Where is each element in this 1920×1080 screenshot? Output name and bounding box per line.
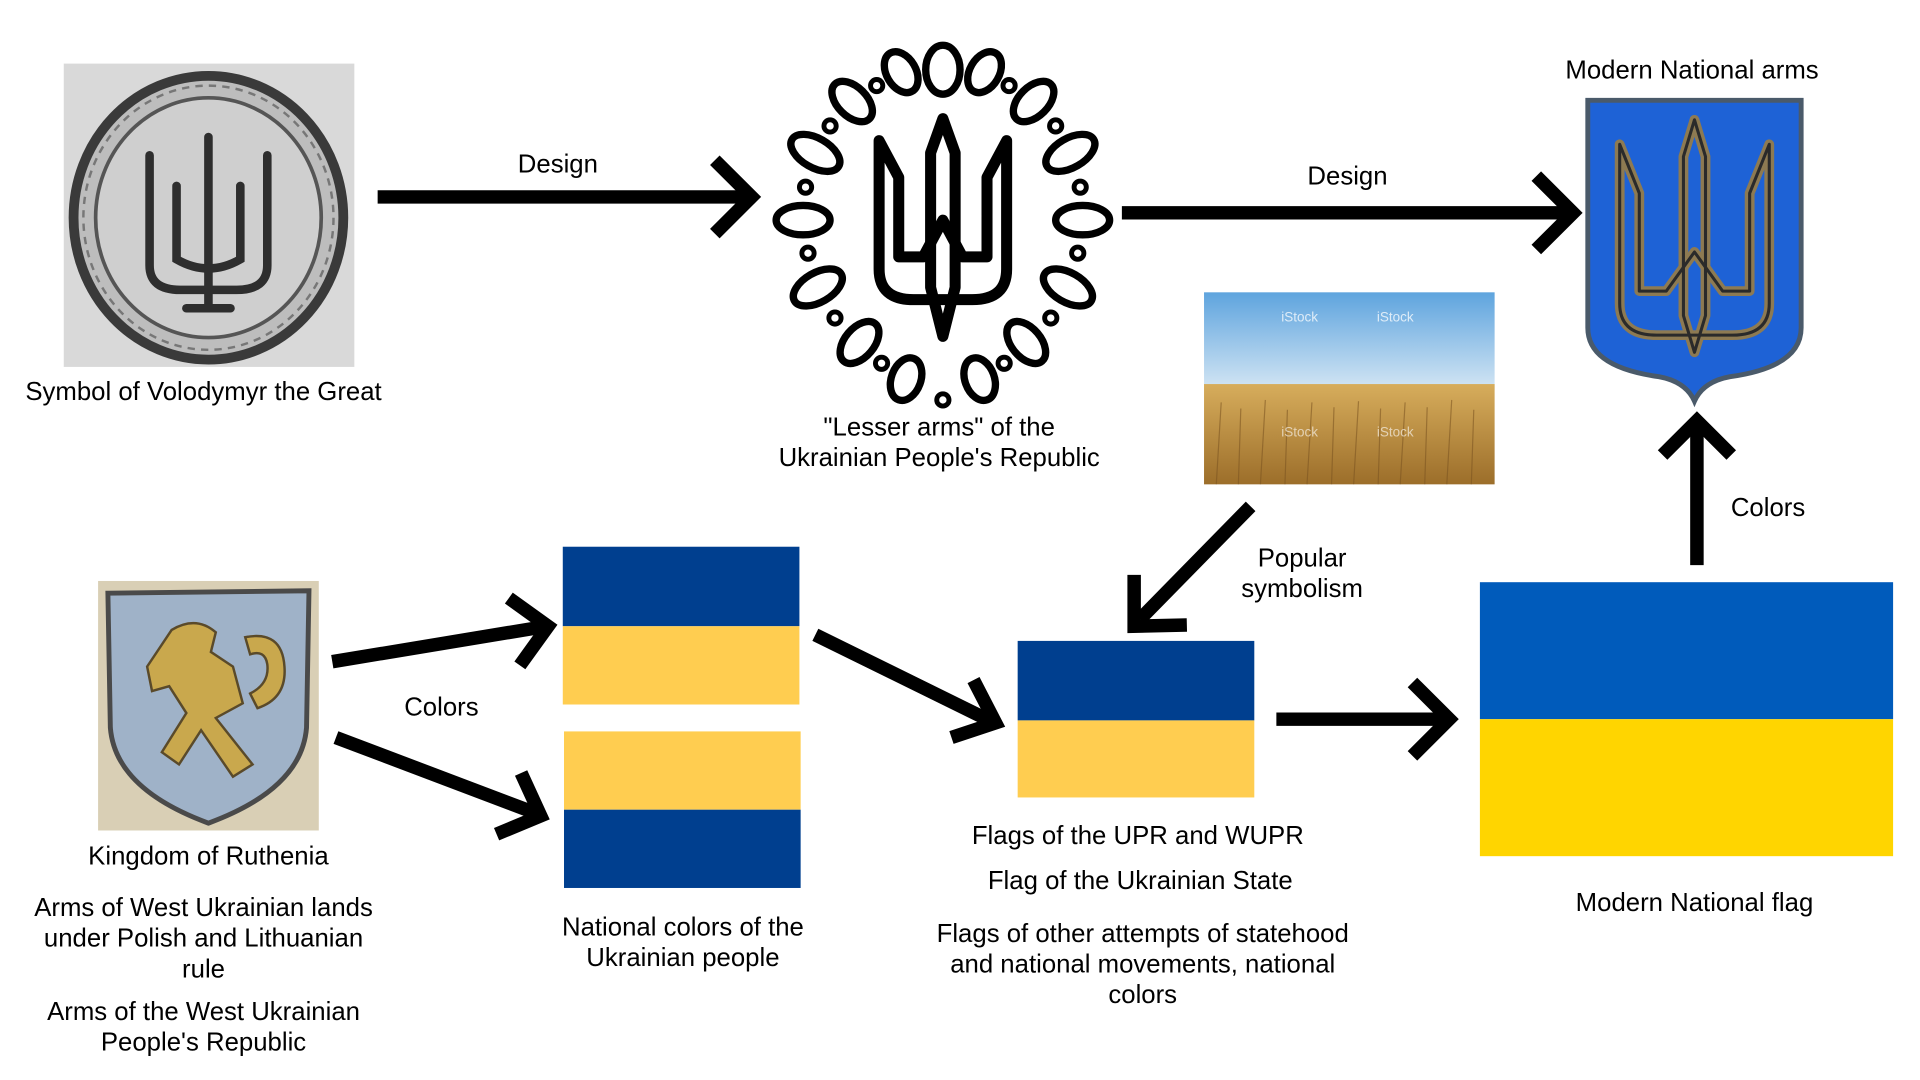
national-movements-flags-label: Flags of other attempts of statehood and…: [936, 919, 1349, 1010]
flag-stripe-gold: [1017, 720, 1255, 798]
arrow-upr-to-modern-flag: [1276, 677, 1459, 761]
wheat-watermark: iStock: [1281, 425, 1319, 441]
upr-wupr-flag: [1017, 640, 1255, 798]
arrow-ruthenia-to-blue-top: [331, 592, 558, 670]
modern-arms-label: Modern National arms: [1565, 56, 1819, 85]
flag-stripe-yellow: [1479, 719, 1894, 857]
arrow-colors-flag-to-arms: [1657, 411, 1737, 566]
volodymyr-label: Symbol of Volodymyr the Great: [25, 377, 382, 407]
ruthenia-wupr-label: Arms of the West Ukrainian People's Repu…: [47, 998, 360, 1057]
edge-label-popular-symbolism: Popular symbolism: [1241, 544, 1363, 603]
wheat-watermark: iStock: [1376, 425, 1414, 441]
edge-label-colors-up: Colors: [1730, 494, 1806, 523]
flag-stripe-blue: [1479, 582, 1894, 720]
edge-label-design-2: Design: [1307, 162, 1388, 191]
flag-stripe-blue: [562, 546, 800, 627]
ruthenia-label: Kingdom of Ruthenia: [88, 842, 329, 871]
modern-arms-shield-image: [1585, 97, 1804, 408]
modern-flag-label: Modern National flag: [1575, 889, 1814, 918]
ruthenia-lion-arms-image: [98, 580, 319, 831]
national-colors-flag-blue-top: [562, 546, 800, 705]
volodymyr-seal-image: [63, 63, 355, 367]
wheat-watermark: iStock: [1376, 310, 1414, 326]
arrow-design-upr-to-modern: [1121, 171, 1583, 255]
modern-national-flag: [1479, 582, 1894, 857]
upr-arms-label: "Lesser arms" of the Ukrainian People's …: [778, 413, 1100, 473]
wheat-watermark: iStock: [1281, 310, 1319, 326]
arrow-ruthenia-to-gold-top: [333, 731, 550, 841]
national-colors-flag-gold-top: [564, 731, 801, 888]
edge-label-design-1: Design: [517, 150, 598, 179]
upr-wupr-flag-label: Flags of the UPR and WUPR: [971, 821, 1304, 851]
arrow-popular-symbolism: [1127, 501, 1256, 634]
upr-lesser-arms-image: [772, 41, 1114, 409]
edge-label-colors-ruthenia: Colors: [404, 693, 479, 722]
arrow-design-seal-to-upr: [377, 155, 762, 239]
wheat-field-image: [1204, 292, 1495, 485]
ukrainian-state-flag-label: Flag of the Ukrainian State: [987, 867, 1293, 896]
arrow-national-colors-to-upr: [812, 628, 1006, 744]
flag-stripe-gold: [562, 626, 800, 705]
flag-stripe-gold: [564, 731, 801, 810]
flag-stripe-blue: [1017, 640, 1255, 721]
ruthenia-polish-lithuanian-label: Arms of West Ukrainian lands under Polis…: [34, 894, 373, 984]
national-colors-label: National colors of the Ukrainian people: [561, 913, 804, 973]
flag-stripe-blue: [564, 809, 801, 888]
